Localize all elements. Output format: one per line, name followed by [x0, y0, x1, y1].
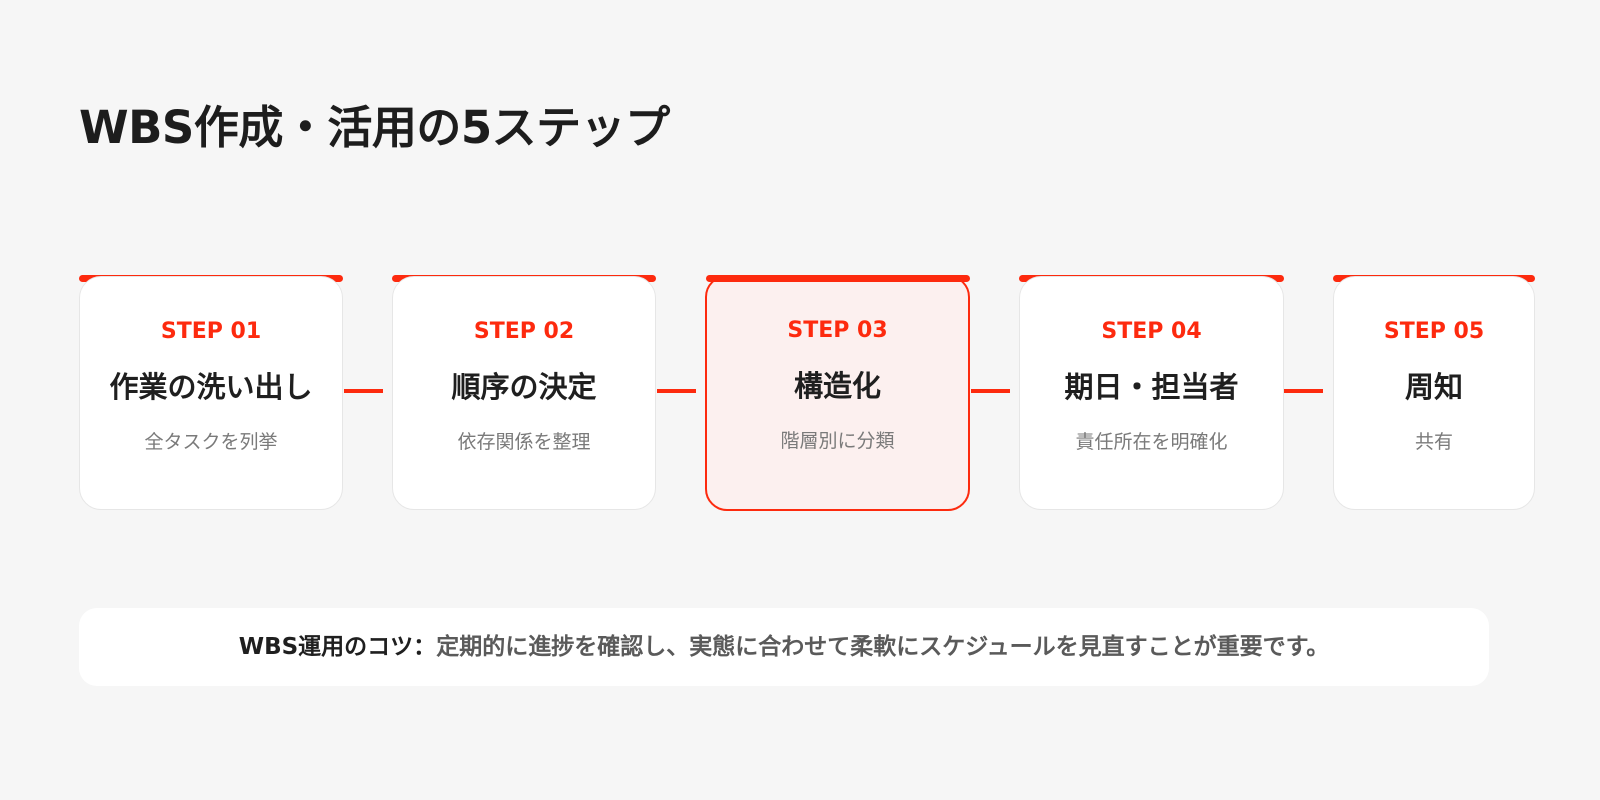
step-title: 構造化 — [793, 369, 881, 403]
step-title: 期日・担当者 — [1064, 370, 1239, 404]
step-description: 依存関係を整理 — [457, 431, 591, 453]
step-label: STEP 01 — [160, 319, 262, 344]
connector-03-04 — [971, 389, 1010, 393]
step-title: 順序の決定 — [451, 370, 597, 404]
step-card-01: STEP 01 作業の洗い出し 全タスクを列挙 — [79, 276, 343, 510]
step-title: 周知 — [1404, 370, 1463, 404]
tip-label: WBS運用のコツ： — [238, 634, 437, 660]
tip-box: WBS運用のコツ：定期的に進捗を確認し、実態に合わせて柔軟にスケジュールを見直す… — [79, 608, 1489, 686]
connector-02-03 — [657, 389, 696, 393]
step-description: 共有 — [1414, 431, 1453, 453]
page-title: WBS作成・活用の5ステップ — [79, 101, 670, 154]
step-label: STEP 05 — [1383, 319, 1485, 344]
step-description: 全タスクを列挙 — [144, 431, 278, 453]
step-card-02: STEP 02 順序の決定 依存関係を整理 — [392, 276, 656, 510]
connector-04-05 — [1284, 389, 1323, 393]
step-label: STEP 04 — [1101, 319, 1202, 344]
step-description: 階層別に分類 — [780, 430, 895, 452]
step-title: 作業の洗い出し — [109, 370, 313, 404]
step-label: STEP 02 — [473, 319, 575, 344]
step-label: STEP 03 — [787, 318, 888, 343]
step-description: 責任所在を明確化 — [1075, 431, 1228, 453]
step-card-04: STEP 04 期日・担当者 責任所在を明確化 — [1019, 276, 1284, 510]
connector-01-02 — [344, 389, 383, 393]
step-card-03-active: STEP 03 構造化 階層別に分類 — [705, 275, 970, 511]
step-card-05: STEP 05 周知 共有 — [1333, 276, 1535, 510]
step-03-accent-bar — [706, 275, 970, 282]
tip-text: 定期的に進捗を確認し、実態に合わせて柔軟にスケジュールを見直すことが重要です。 — [436, 634, 1330, 660]
